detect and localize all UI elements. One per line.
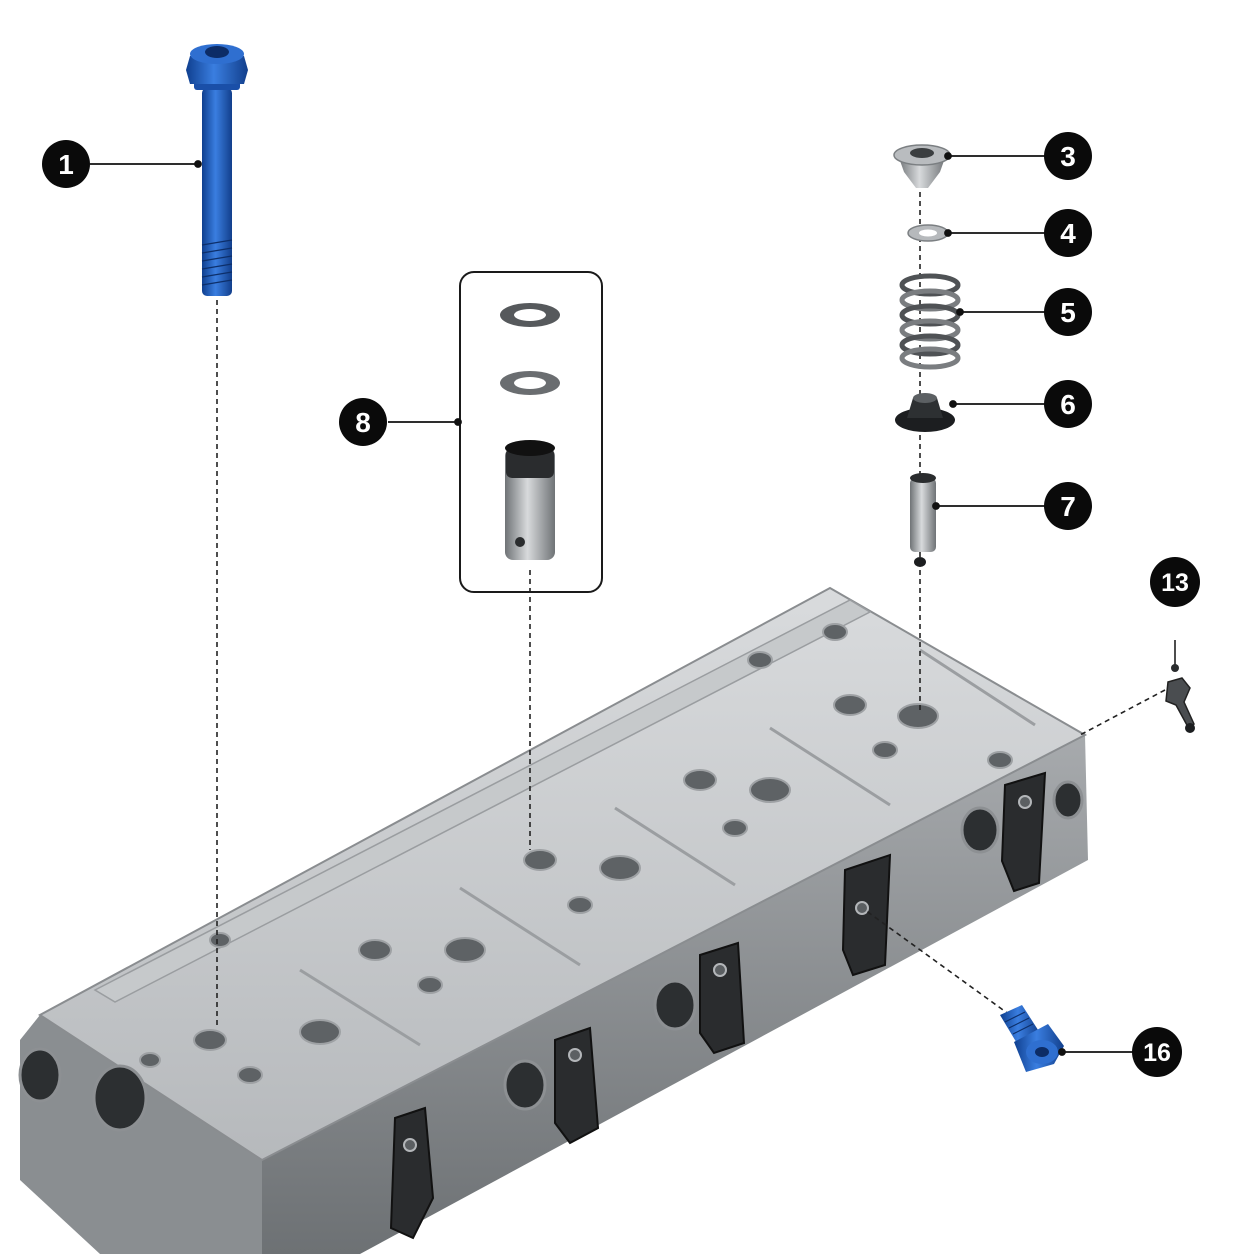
callout-16: 16 [1132, 1027, 1182, 1077]
spring-retainer-icon [893, 144, 951, 188]
cylinder-head-bolt-icon [186, 44, 248, 296]
callout-label: 1 [58, 149, 74, 180]
callout-7: 7 [1044, 482, 1092, 530]
spring-washer-icon [907, 224, 949, 242]
callout-label: 4 [1060, 218, 1076, 249]
cylinder-head-icon [18, 586, 1088, 1254]
callout-8: 8 [339, 398, 387, 446]
valve-guide-icon [910, 473, 936, 567]
callout-label: 13 [1161, 569, 1189, 597]
valve-stem-seal-icon [895, 393, 955, 432]
screw-plug-icon [1000, 1005, 1064, 1072]
callout-label: 7 [1060, 491, 1076, 522]
callout-label: 8 [355, 407, 371, 438]
callout-4: 4 [1044, 209, 1092, 257]
callout-label: 16 [1143, 1039, 1171, 1067]
callout-6: 6 [1044, 380, 1092, 428]
valve-guide-seat-kit-icon [459, 271, 603, 593]
callout-13: 13 [1150, 557, 1200, 607]
assembly-lines [216, 165, 1166, 1025]
callout-label: 6 [1060, 389, 1076, 420]
valve-spring-icon [899, 273, 961, 370]
callout-1: 1 [42, 140, 90, 188]
callout-3: 3 [1044, 132, 1092, 180]
callout-label: 5 [1060, 297, 1076, 328]
callout-leaders [90, 152, 1135, 1056]
fixing-pin-icon [1165, 640, 1195, 733]
callout-5: 5 [1044, 288, 1092, 336]
callout-label: 3 [1060, 141, 1076, 172]
